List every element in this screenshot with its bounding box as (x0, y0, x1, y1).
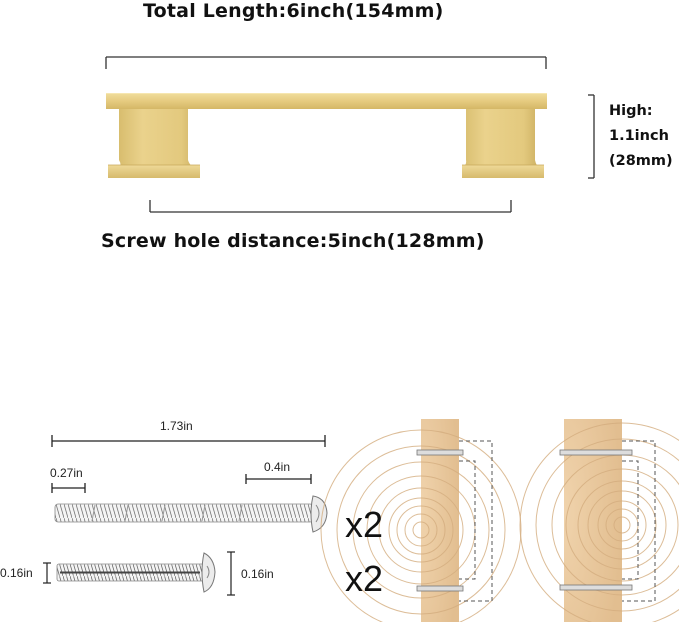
install-diagram-long-screw (320, 419, 522, 622)
long-screw-head-section: 0.4in (264, 460, 291, 474)
screw-hole-distance-label: Screw hole distance:5inch(128mm) (101, 230, 485, 252)
long-screw-quantity: x2 (345, 504, 384, 545)
short-screw (56, 552, 216, 593)
height-label-title: High: (609, 103, 653, 119)
height-label-inch: 1.1inch (609, 128, 669, 144)
screw-hole-bracket (149, 200, 512, 213)
long-screw-segment-length: 0.27in (50, 466, 83, 480)
height-bracket (588, 94, 595, 179)
short-screw-diameter-label: 0.16in (0, 566, 33, 580)
long-screw-total-length: 1.73in (160, 419, 193, 433)
short-screw-head-height-label: 0.16in (241, 567, 274, 581)
long-screw (54, 495, 328, 533)
short-screw-dimensions (43, 551, 235, 596)
height-label: High: 1.1inch (28mm) (609, 99, 673, 174)
total-length-bracket (105, 56, 547, 69)
short-screw-quantity: x2 (345, 558, 384, 599)
long-screw-dimensions (51, 435, 326, 493)
install-diagram-short-screw (519, 419, 679, 622)
total-length-label: Total Length:6inch(154mm) (143, 0, 444, 22)
height-label-mm: (28mm) (609, 153, 673, 169)
